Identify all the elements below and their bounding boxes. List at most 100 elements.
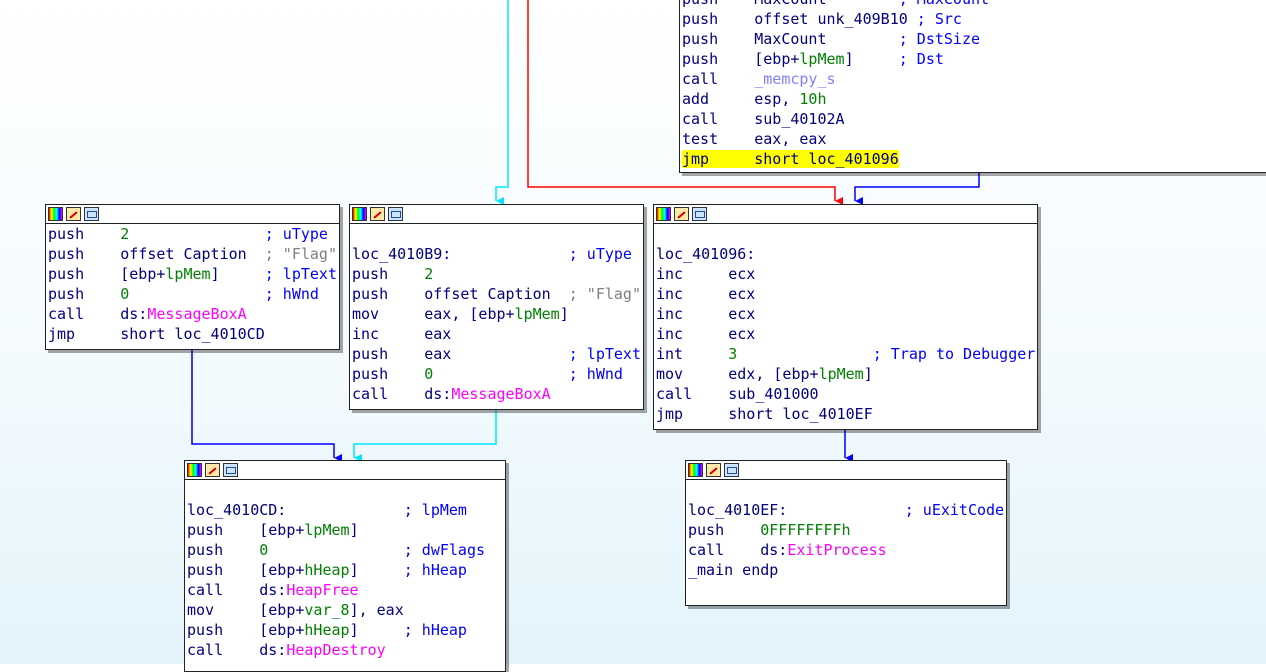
graph-icon[interactable]	[724, 463, 739, 477]
asm-token[interactable]: 2	[424, 265, 434, 283]
asm-line[interactable]: push 0 ; hWnd	[48, 284, 337, 304]
asm-line[interactable]: push MaxCount ; DstSize	[682, 29, 1265, 49]
asm-token[interactable]: short loc_401096	[754, 150, 899, 168]
asm-token[interactable]: lpMem	[165, 265, 211, 283]
asm-line[interactable]: inc ecx	[656, 284, 1035, 304]
asm-line[interactable]: call _memcpy_s	[682, 69, 1265, 89]
node-top-block[interactable]: push MaxCount ; MaxCountpush offset unk_…	[679, 0, 1266, 173]
asm-token[interactable]: ; hWnd	[129, 285, 319, 303]
asm-token[interactable]: ecx	[728, 325, 756, 343]
asm-token[interactable]: ds:	[424, 385, 452, 403]
asm-line[interactable]: push offset Caption ; "Flag"	[352, 284, 641, 304]
asm-token[interactable]: HeapDestroy	[286, 641, 386, 659]
asm-token[interactable]: sub_401000	[728, 385, 819, 403]
asm-line[interactable]: push MaxCount ; MaxCount	[682, 0, 1265, 9]
asm-line[interactable]: call sub_401000	[656, 384, 1035, 404]
asm-token[interactable]: [ebp+	[120, 265, 166, 283]
asm-line[interactable]: push offset Caption ; "Flag"	[48, 244, 337, 264]
asm-token[interactable]: inc	[656, 325, 729, 343]
asm-token[interactable]: push	[187, 541, 260, 559]
asm-token[interactable]: jmp	[656, 405, 729, 423]
graph-icon[interactable]	[692, 207, 707, 221]
asm-token[interactable]: ecx	[728, 285, 756, 303]
asm-token[interactable]: call	[352, 385, 425, 403]
asm-line[interactable]: loc_4010B9: ; uType	[352, 244, 641, 264]
asm-token[interactable]: short loc_4010EF	[728, 405, 873, 423]
asm-token[interactable]: edx, [ebp+	[728, 365, 819, 383]
asm-token[interactable]: ; lpText	[219, 265, 337, 283]
asm-line[interactable]: jmp short loc_4010EF	[656, 404, 1035, 424]
asm-token[interactable]: push	[352, 365, 425, 383]
asm-token[interactable]: call	[48, 305, 121, 323]
asm-token[interactable]: push	[48, 245, 121, 263]
asm-line[interactable]: push eax ; lpText	[352, 344, 641, 364]
asm-token[interactable]: ]	[559, 305, 569, 323]
asm-token[interactable]: loc_4010CD:	[187, 501, 287, 519]
asm-token[interactable]: loc_4010EF:	[688, 501, 788, 519]
asm-token[interactable]: 0FFFFFFFFh	[760, 521, 851, 539]
rename-icon[interactable]	[205, 463, 220, 477]
asm-token[interactable]: mov	[187, 601, 260, 619]
asm-token[interactable]: 0	[424, 365, 434, 383]
asm-token[interactable]: ; lpMem	[286, 501, 467, 519]
asm-token[interactable]: inc	[656, 285, 729, 303]
asm-token[interactable]: mov	[656, 365, 729, 383]
asm-line[interactable]: call ds:ExitProcess	[688, 540, 1004, 560]
asm-token[interactable]: HeapFree	[286, 581, 359, 599]
asm-line[interactable]: test eax, eax	[682, 129, 1265, 149]
asm-line[interactable]: loc_4010EF: ; uExitCode	[688, 500, 1004, 520]
asm-token[interactable]: ecx	[728, 265, 756, 283]
asm-token[interactable]: sub_40102A	[754, 110, 845, 128]
asm-token[interactable]: ; hHeap	[358, 621, 467, 639]
asm-token[interactable]: push	[352, 345, 425, 363]
color-icon[interactable]	[688, 463, 703, 477]
graph-icon[interactable]	[84, 207, 99, 221]
asm-line[interactable]: jmp short loc_4010CD	[48, 324, 337, 344]
asm-token[interactable]: 2	[120, 225, 130, 243]
asm-line[interactable]	[656, 224, 1035, 244]
asm-token[interactable]: 3	[728, 345, 738, 363]
rename-icon[interactable]	[66, 207, 81, 221]
asm-line[interactable]: push 0 ; hWnd	[352, 364, 641, 384]
asm-token[interactable]: MaxCount	[754, 30, 827, 48]
asm-line[interactable]: call ds:HeapDestroy	[187, 640, 503, 660]
asm-line[interactable]: inc eax	[352, 324, 641, 344]
asm-token[interactable]: push	[352, 265, 425, 283]
asm-line[interactable]: _main endp	[688, 560, 1004, 580]
asm-token[interactable]: eax	[424, 345, 452, 363]
asm-token[interactable]: push	[688, 521, 761, 539]
asm-token[interactable]: offset Caption	[424, 285, 551, 303]
asm-line[interactable]: inc ecx	[656, 264, 1035, 284]
asm-line[interactable]: inc ecx	[656, 324, 1035, 344]
asm-line[interactable]: inc ecx	[656, 304, 1035, 324]
graph-icon[interactable]	[223, 463, 238, 477]
asm-token[interactable]: call	[688, 541, 761, 559]
color-icon[interactable]	[48, 207, 63, 221]
color-icon[interactable]	[352, 207, 367, 221]
rename-icon[interactable]	[706, 463, 721, 477]
asm-token[interactable]: ]	[844, 50, 854, 68]
asm-token[interactable]: ]	[863, 365, 873, 383]
asm-token[interactable]: ; uExitCode	[787, 501, 1005, 519]
asm-line[interactable]: push 2	[352, 264, 641, 284]
asm-token[interactable]: inc	[352, 325, 425, 343]
asm-token[interactable]: ; hWnd	[433, 365, 623, 383]
asm-token[interactable]: inc	[656, 305, 729, 323]
asm-token[interactable]: eax, eax	[754, 130, 827, 148]
asm-token[interactable]: 0	[120, 285, 130, 303]
asm-token[interactable]: [ebp+	[259, 521, 305, 539]
asm-line[interactable]: push 2 ; uType	[48, 224, 337, 244]
asm-token[interactable]: ; MaxCount	[827, 0, 989, 8]
asm-token[interactable]: ; lpText	[451, 345, 641, 363]
asm-line[interactable]	[688, 480, 1004, 500]
asm-token[interactable]: ; Trap to Debugger	[737, 345, 1036, 363]
asm-token[interactable]: [ebp+	[259, 621, 305, 639]
asm-line[interactable]: loc_4010CD: ; lpMem	[187, 500, 503, 520]
asm-token[interactable]: jmp	[682, 150, 755, 168]
asm-token[interactable]: ]	[349, 621, 359, 639]
asm-line[interactable]: jmp short loc_401096	[682, 149, 1265, 169]
asm-line[interactable]: add esp, 10h	[682, 89, 1265, 109]
asm-token[interactable]: push	[187, 621, 260, 639]
